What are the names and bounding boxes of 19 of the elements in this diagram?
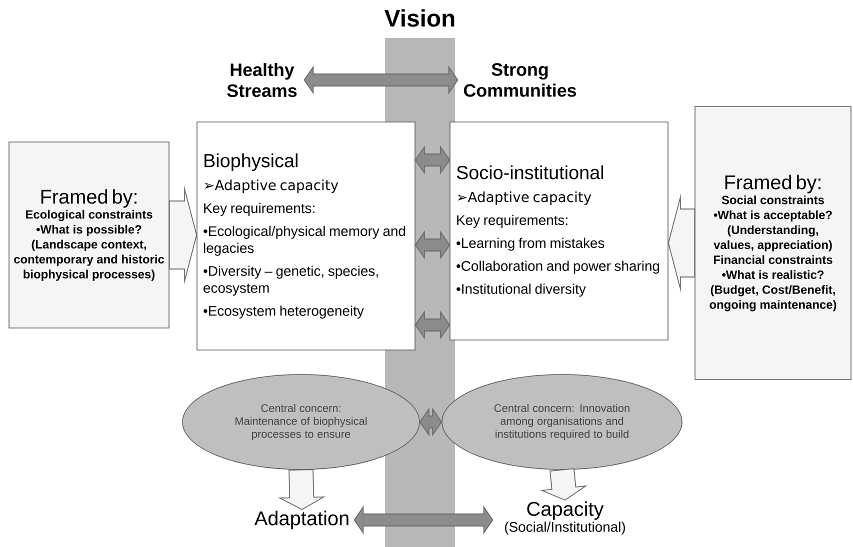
double-arrow [354, 506, 494, 534]
double-arrow [419, 408, 442, 436]
title: Vision [384, 9, 454, 27]
block-arrow [278, 469, 326, 510]
callout-box: Framed by: Social constraints •What is acceptable? (Understanding, values, appreciation) Financial constraints •What is realistic? (Budget, Cost/Benefit, ongoing maintenance) [694, 106, 852, 380]
double-arrow [414, 310, 450, 340]
text-box: Biophysical ➢Adaptive capacity Key requirements: •Ecological/physical memory and legacies •Diversity – genetic, species, ecosystem •Ecosystem heterogeneity [196, 122, 416, 350]
outcome-label: Capacity (Social/Institutional) [505, 501, 625, 535]
callout-box: Framed by: Ecological constraints •What is possible? (Landscape context, contemporary and historic biophysical processes) [8, 142, 170, 328]
double-arrow [304, 66, 458, 94]
double-arrow [414, 230, 450, 260]
column-heading: Healthy Streams [227, 62, 297, 98]
text-box: Socio-institutional ➢Adaptive capacity Key requirements: •Learning from mistakes •Collaboration and power sharing •Institutional diversity [450, 122, 668, 340]
column-heading: Strong Communities [464, 63, 576, 97]
double-arrow [414, 146, 450, 174]
block-arrow [540, 468, 588, 501]
block-arrow [668, 193, 696, 292]
block-arrow [168, 185, 198, 284]
outcome-label: Adaptation [254, 510, 348, 530]
